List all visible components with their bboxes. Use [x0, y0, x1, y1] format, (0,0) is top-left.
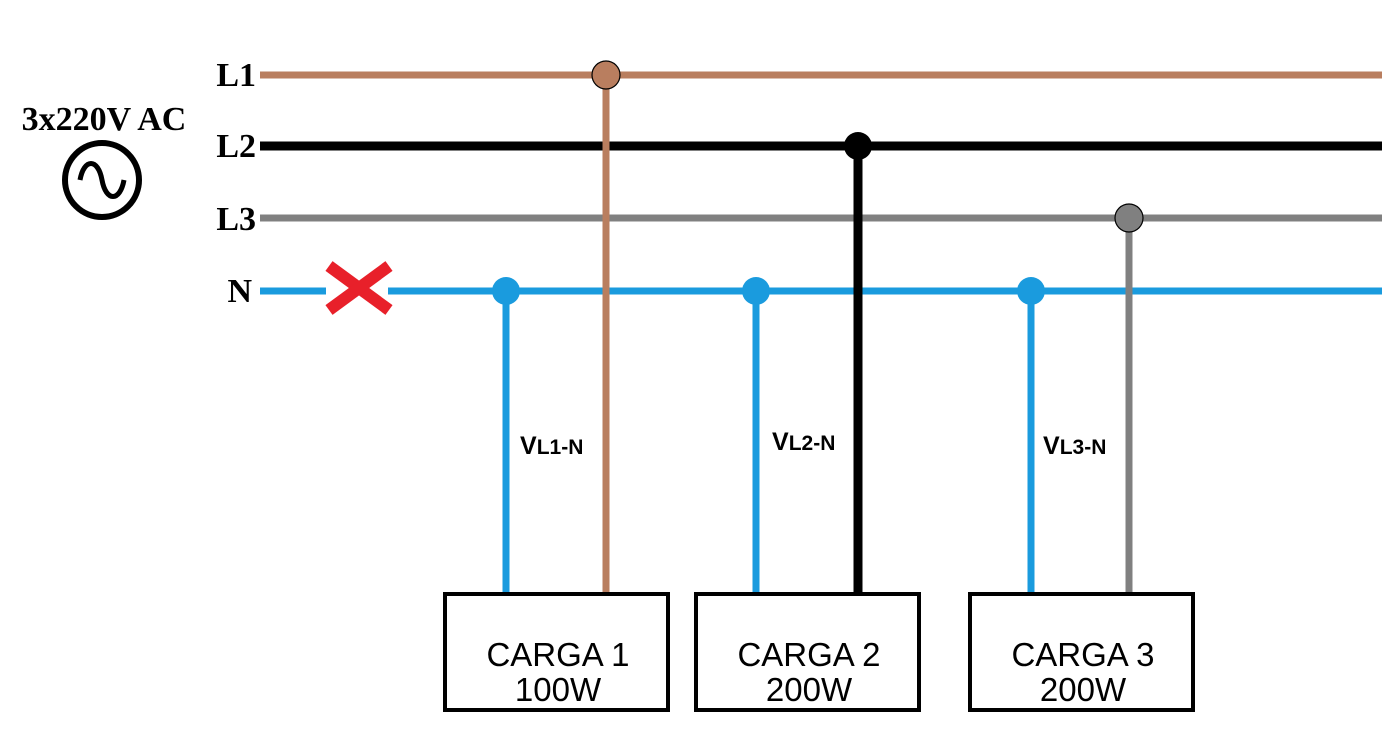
load-box-carga-2: CARGA 2 200W: [694, 592, 921, 712]
load-name: CARGA 1: [486, 636, 629, 673]
load-power: 200W: [766, 671, 853, 708]
line-label-l3: L3: [216, 201, 256, 238]
junction-n-carga-3: [1017, 277, 1045, 305]
load-name: CARGA 2: [737, 636, 880, 673]
load-box-carga-3: CARGA 3 200W: [968, 592, 1195, 712]
load-name: CARGA 3: [1011, 636, 1154, 673]
load-box-carga-1: CARGA 1 100W: [443, 592, 670, 712]
ac-sine-source-icon: [62, 140, 142, 220]
line-label-l2: L2: [216, 128, 256, 165]
line-label-n: N: [227, 273, 252, 310]
source-label: 3x220V AC: [22, 101, 187, 138]
voltage-label-l2-n: VL2-N: [772, 428, 835, 456]
junction-n-carga-1: [492, 277, 520, 305]
red-x-break-icon: [325, 261, 393, 315]
voltage-label-l1-n: VL1-N: [520, 432, 583, 460]
load-power: 100W: [515, 671, 602, 708]
junction-n-carga-2: [742, 277, 770, 305]
junction-l3: [1114, 203, 1144, 233]
junction-l2: [844, 132, 872, 160]
voltage-label-l3-n: VL3-N: [1043, 432, 1106, 460]
load-power: 200W: [1040, 671, 1127, 708]
junction-l1: [591, 60, 621, 90]
line-label-l1: L1: [216, 57, 256, 94]
